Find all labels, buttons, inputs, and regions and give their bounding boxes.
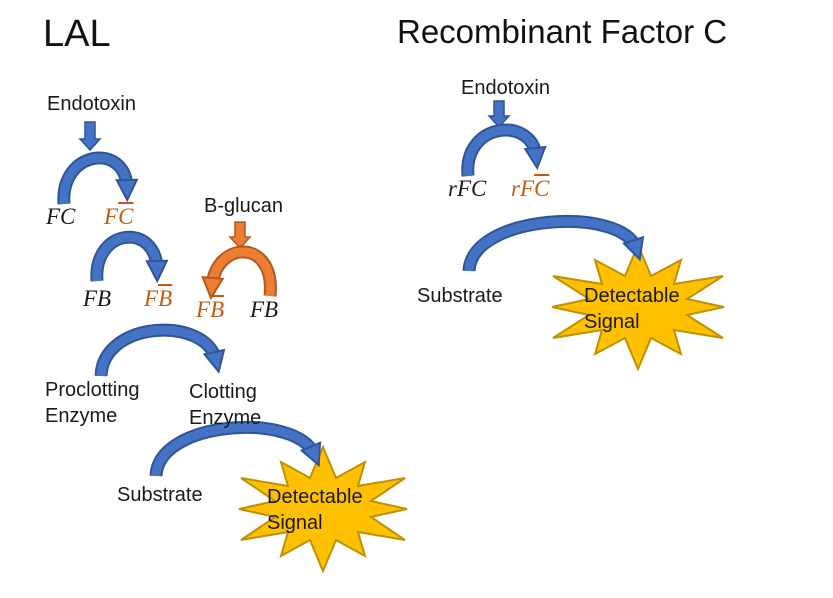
rfc-activated-label: rFC: [511, 175, 549, 203]
lal-panel-title: LAL: [43, 13, 111, 55]
curved-arrow-fc-activation: [57, 151, 127, 205]
detectable-signal-left-line2: Signal: [267, 512, 323, 534]
curved-arrow-proclotting-to-clotting: [94, 323, 216, 377]
rfc-activated-pre: rF: [511, 176, 534, 201]
clotting-enzyme-line1: Clotting: [189, 381, 257, 403]
b-glucan-factor-b-label: FB: [250, 297, 279, 322]
b-glucan-fb-activated-pre: F: [196, 297, 211, 322]
factor-c-label: FC: [46, 204, 76, 229]
factor-c-activated-pre: F: [104, 204, 119, 229]
detectable-signal-right-line2: Signal: [584, 311, 640, 333]
rfc-panel-title: Recombinant Factor C: [397, 13, 728, 50]
clotting-enzyme-line2: Enzyme: [189, 407, 262, 429]
endotoxin-label-right: Endotoxin: [461, 77, 550, 99]
curved-arrow-fb-activation: [90, 230, 157, 281]
substrate-label-right: Substrate: [417, 285, 503, 307]
factor-b-label: FB: [83, 286, 112, 311]
b-glucan-down-arrow-icon: [228, 221, 252, 250]
endotoxin-down-arrow-icon: [78, 121, 102, 152]
curved-arrow-substrate-to-signal-right: [462, 215, 636, 273]
b-glucan-factor-b-activated-label: FB: [196, 296, 224, 324]
curved-arrow-b-glucan-fb-activation: [212, 245, 277, 296]
factor-b-activated-pre: F: [144, 286, 159, 311]
factor-b-activated-over: B: [158, 286, 173, 311]
factor-c-activated-label: FC: [104, 203, 133, 231]
detectable-signal-starburst-left: [238, 444, 408, 574]
b-glucan-label: B-glucan: [204, 195, 283, 217]
rfc-activated-over: C: [534, 176, 550, 201]
substrate-label-left: Substrate: [117, 484, 203, 506]
detectable-signal-right-line1: Detectable: [584, 285, 680, 307]
proclotting-enzyme-line2: Enzyme: [45, 405, 118, 427]
curved-arrow-substrate-to-signal-left: [149, 420, 314, 478]
detectable-signal-left-line1: Detectable: [267, 486, 363, 508]
rfc-label: rFC: [448, 176, 487, 201]
factor-c-activated-over: C: [118, 204, 134, 229]
detectable-signal-starburst-right: [551, 242, 725, 372]
proclotting-enzyme-line1: Proclotting: [45, 379, 140, 401]
b-glucan-fb-activated-over: B: [210, 297, 225, 322]
endotoxin-label-left: Endotoxin: [47, 93, 136, 115]
factor-b-activated-label: FB: [144, 285, 172, 313]
curved-arrow-rfc-activation: [461, 123, 536, 177]
endotoxin-down-arrow-icon-right: [487, 100, 511, 129]
